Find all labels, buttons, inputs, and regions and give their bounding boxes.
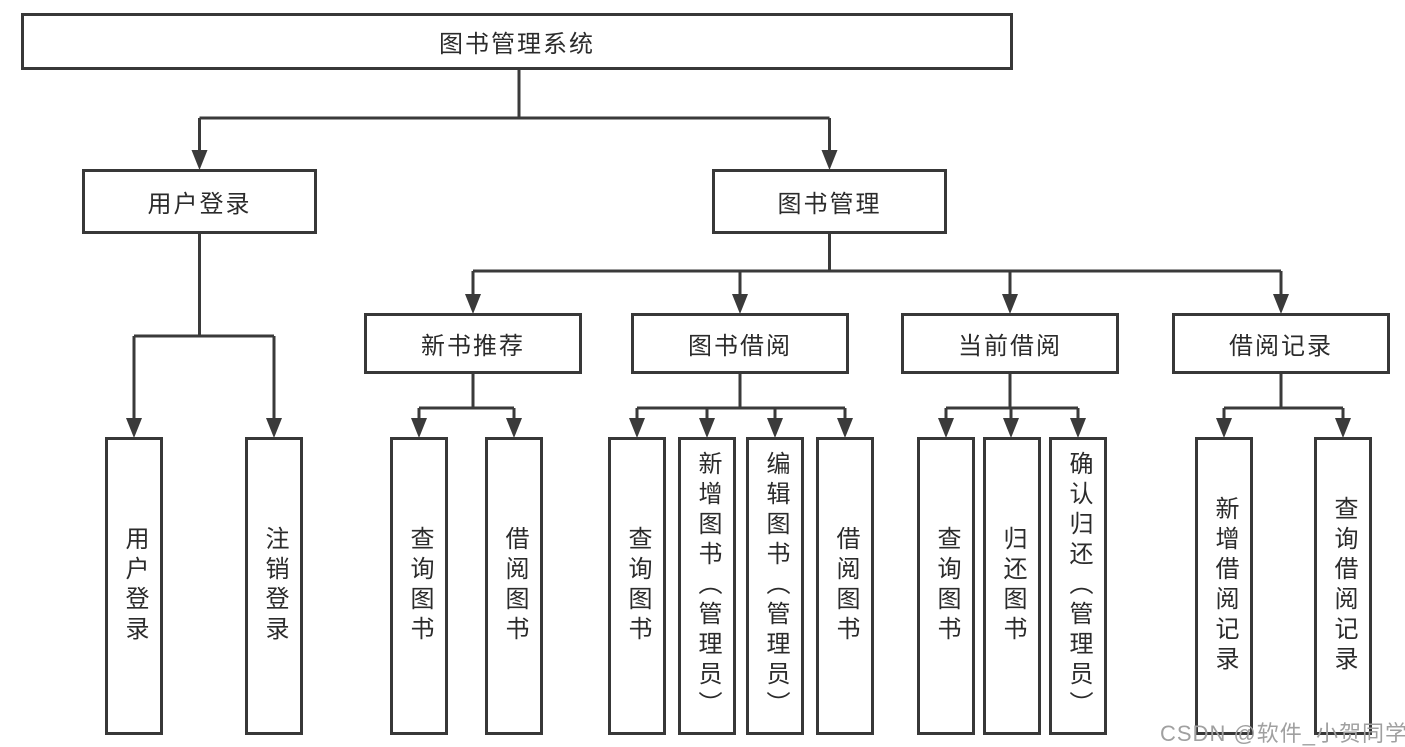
node-label: 归还图书 (999, 526, 1026, 646)
node-label: 借阅图书 (501, 526, 528, 646)
node-label: 当前借阅 (958, 333, 1062, 360)
leaf-confirm-return-admin: 确认归还（管理员） (1049, 437, 1107, 735)
node-label: 图书借阅 (688, 333, 792, 360)
leaf-user-login: 用户登录 (105, 437, 163, 735)
leaf-borrow-books-1: 借阅图书 (485, 437, 543, 735)
leaf-query-books-1: 查询图书 (390, 437, 448, 735)
node-label: 注销登录 (261, 526, 288, 646)
node-label: 查询图书 (933, 526, 960, 646)
node-book-management: 图书管理 (712, 169, 947, 234)
leaf-edit-books-admin: 编辑图书（管理员） (746, 437, 804, 735)
leaf-logout: 注销登录 (245, 437, 303, 735)
leaf-query-books-3: 查询图书 (917, 437, 975, 735)
node-label: 查询图书 (406, 526, 433, 646)
node-new-book-recommend: 新书推荐 (364, 313, 582, 374)
node-user-login: 用户登录 (82, 169, 317, 234)
leaf-borrow-books-2: 借阅图书 (816, 437, 874, 735)
leaf-query-books-2: 查询图书 (608, 437, 666, 735)
borrow-records-connector (1216, 374, 1351, 438)
node-borrowing-records: 借阅记录 (1172, 313, 1390, 374)
watermark: CSDN @软件_小贺同学 (1160, 721, 1405, 746)
root-connector (191, 70, 838, 170)
leaf-add-borrow-record: 新增借阅记录 (1195, 437, 1253, 735)
leaf-query-borrow-record: 查询借阅记录 (1314, 437, 1372, 735)
node-label: 新增借阅记录 (1211, 496, 1238, 676)
current-borrow-connector (938, 374, 1086, 438)
node-label: 新书推荐 (421, 333, 525, 360)
book-borrow-connector (629, 374, 853, 438)
user-login-connector (126, 233, 282, 438)
node-system-root: 图书管理系统 (21, 13, 1013, 70)
node-label: 确认归还（管理员） (1065, 451, 1092, 721)
node-label: 用户登录 (147, 191, 252, 218)
node-book-borrowing: 图书借阅 (631, 313, 849, 374)
node-label: 查询借阅记录 (1330, 496, 1357, 676)
node-label: 新增图书（管理员） (694, 451, 721, 721)
node-label: 查询图书 (624, 526, 651, 646)
node-label: 图书管理系统 (439, 31, 595, 58)
new-books-connector (411, 374, 522, 438)
leaf-return-books: 归还图书 (983, 437, 1041, 735)
node-label: 借阅图书 (832, 526, 859, 646)
node-label: 借阅记录 (1229, 333, 1333, 360)
book-mgmt-connector (465, 234, 1289, 314)
node-current-borrowing: 当前借阅 (901, 313, 1119, 374)
node-label: 用户登录 (121, 526, 148, 646)
leaf-add-books-admin: 新增图书（管理员） (678, 437, 736, 735)
node-label: 图书管理 (777, 191, 882, 218)
node-label: 编辑图书（管理员） (762, 451, 789, 721)
